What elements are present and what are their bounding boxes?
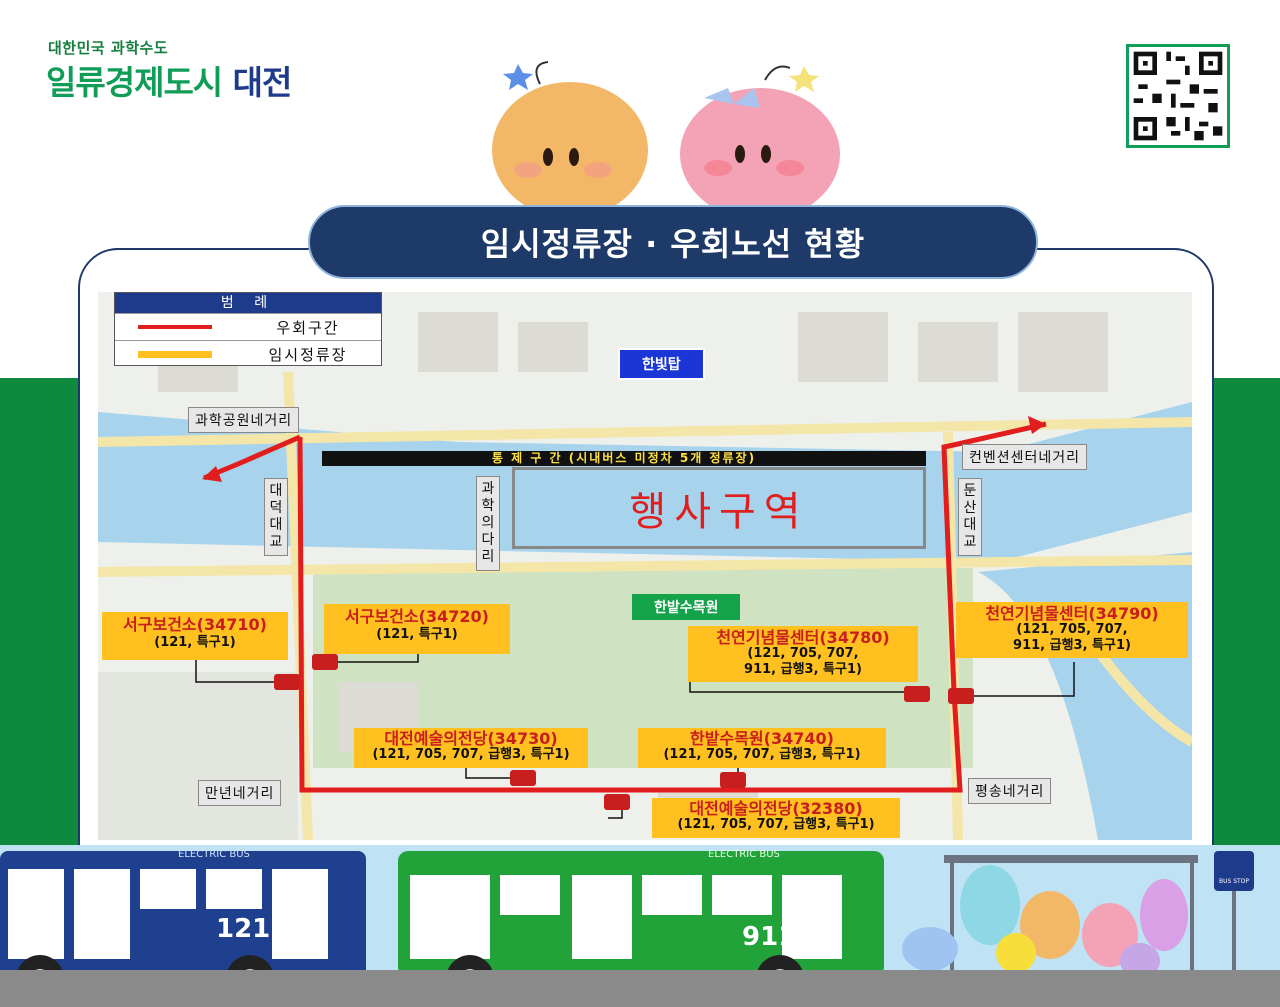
- legend-label: 우회구간: [276, 318, 340, 337]
- mascots-illustration: [492, 61, 840, 206]
- temp-stop-34710[interactable]: 서구보건소(34710) (121, 특구1): [102, 612, 288, 660]
- event-zone: 행사구역: [512, 467, 926, 549]
- bus-911: [398, 851, 884, 1003]
- bus-121-number: 121: [216, 914, 271, 944]
- control-section-label: 통 제 구 간 (시내버스 미정차 5개 정류장): [322, 451, 926, 466]
- stop-name: 천연기념물센터(34780): [716, 628, 890, 647]
- bus-121-label: ELECTRIC BUS: [178, 849, 250, 860]
- stop-name: 한밭수목원(34740): [690, 729, 834, 748]
- stop-routes: (121, 특구1): [154, 635, 236, 650]
- temp-stop-34790[interactable]: 천연기념물센터(34790) (121, 705, 707, 911, 급행3,…: [956, 602, 1188, 658]
- event-zone-label: 행사구역: [629, 489, 809, 535]
- mascot-group: [902, 865, 1188, 979]
- stop-routes: (121, 705, 707,: [747, 646, 859, 661]
- bus-stop-icon[interactable]: [604, 794, 630, 810]
- legend-heading: 범 례: [115, 293, 381, 313]
- bus-911-label: ELECTRIC BUS: [708, 849, 780, 860]
- temp-stop-34780[interactable]: 천연기념물센터(34780) (121, 705, 707, 911, 급행3,…: [688, 626, 918, 682]
- landmark-arboretum: 한밭수목원: [632, 594, 741, 620]
- bus-stop-icon[interactable]: [312, 654, 338, 670]
- detour-arrow-west: [202, 466, 222, 482]
- temp-stop-34740[interactable]: 한밭수목원(34740) (121, 705, 707, 급행3, 특구1): [638, 728, 886, 768]
- intersection-convention: 컨벤션센터네거리: [962, 444, 1088, 470]
- page-title: 임시정류장 · 우회노선 현황: [308, 205, 1038, 279]
- stop-routes: 911, 급행3, 특구1): [1013, 638, 1131, 653]
- stop-routes: (121, 특구1): [376, 627, 458, 642]
- temp-stop-34730[interactable]: 대전예술의전당(34730) (121, 705, 707, 급행3, 특구1): [354, 728, 588, 768]
- temp-stop-32380[interactable]: 대전예술의전당(32380) (121, 705, 707, 급행3, 특구1): [652, 798, 900, 838]
- stop-name: 서구보건소(34720): [345, 607, 489, 626]
- stop-name: 천연기념물센터(34790): [985, 604, 1159, 623]
- qr-code-pattern: [1129, 47, 1227, 145]
- stop-routes: (121, 705, 707, 급행3, 특구1): [663, 747, 861, 762]
- temp-stop-34720[interactable]: 서구보건소(34720) (121, 특구1): [324, 604, 510, 654]
- bus-illustration: [0, 851, 1254, 1003]
- legend-item-temp-stop: 임시정류장: [115, 340, 381, 367]
- bus-stop-sign: BUS STOP: [1218, 878, 1250, 885]
- bus-stop-icon[interactable]: [948, 688, 974, 704]
- detour-arrow-east: [1028, 416, 1046, 434]
- stop-name: 대전예술의전당(32380): [689, 799, 863, 818]
- mascot-pink: [680, 65, 840, 206]
- map-legend: 범 례 우회구간 임시정류장: [114, 292, 382, 366]
- bus-stop-icon[interactable]: [720, 772, 746, 788]
- mascot-orange: [492, 61, 648, 206]
- brand-tagline: 대한민국 과학수도: [48, 39, 169, 57]
- intersection-pyeongsong: 평송네거리: [968, 778, 1052, 804]
- stop-routes: (121, 705, 707, 급행3, 특구1): [677, 817, 875, 832]
- bus-stop-shelter: [944, 851, 1254, 981]
- bus-stop-icon[interactable]: [510, 770, 536, 786]
- brand-name-main: 일류경제도시: [46, 63, 223, 102]
- intersection-mannyeon: 만년네거리: [198, 780, 282, 806]
- bus-911-number: 911: [742, 922, 797, 952]
- qr-code[interactable]: [1126, 44, 1230, 148]
- stop-name: 대전예술의전당(34730): [384, 729, 558, 748]
- legend-swatch-red: [138, 325, 212, 329]
- stop-name: 서구보건소(34710): [123, 615, 267, 634]
- brand-logo: 일류경제도시 대전: [46, 56, 293, 104]
- legend-label: 임시정류장: [268, 345, 348, 364]
- bus-121: [0, 851, 366, 1003]
- bus-stop-icon[interactable]: [274, 674, 300, 690]
- landmark-hanbit-tower: 한빛탑: [618, 348, 705, 380]
- stop-routes: 911, 급행3, 특구1): [744, 662, 862, 677]
- intersection-science-park: 과학공원네거리: [188, 407, 300, 433]
- route-map[interactable]: 한빛탑 한밭수목원 과학공원네거리 컨벤션센터네거리 만년네거리 평송네거리 대…: [98, 292, 1192, 840]
- stop-routes: (121, 705, 707,: [1016, 622, 1128, 637]
- road: [0, 970, 1280, 1007]
- stop-routes: (121, 705, 707, 급행3, 특구1): [372, 747, 570, 762]
- legend-item-detour: 우회구간: [115, 313, 381, 340]
- bus-stop-icon[interactable]: [904, 686, 930, 702]
- brand-name-city: 대전: [232, 63, 293, 102]
- legend-swatch-yellow: [138, 350, 212, 358]
